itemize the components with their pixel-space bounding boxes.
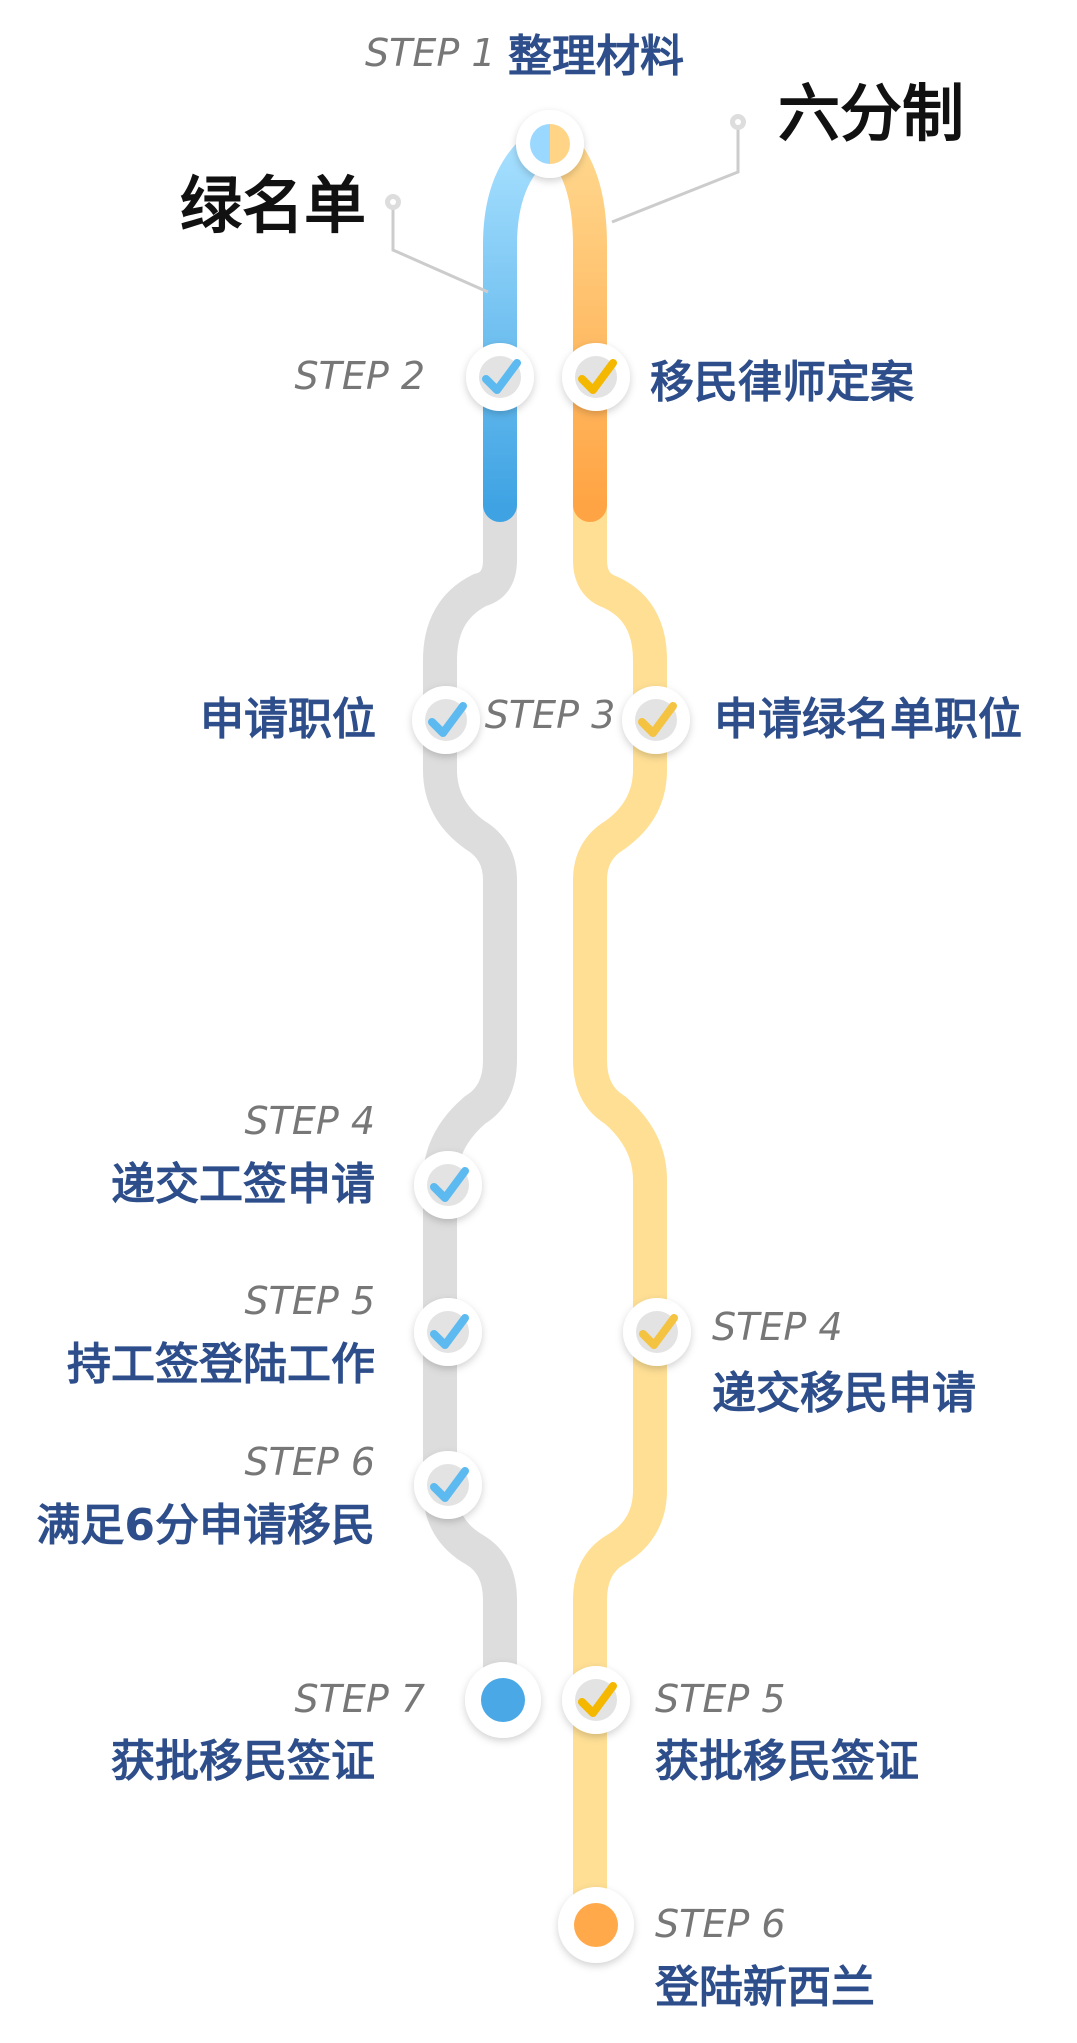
check-icon <box>428 702 467 737</box>
left-step7-node <box>465 1662 541 1738</box>
check-icon <box>578 1682 617 1717</box>
left-track-blue <box>483 127 558 522</box>
left-step4-node <box>414 1151 482 1219</box>
step3-left-node <box>412 686 480 754</box>
check-icon <box>430 1314 469 1349</box>
check-icon <box>430 1167 469 1202</box>
step2-number: STEP 2 <box>294 354 425 398</box>
left-step5-node <box>414 1298 482 1366</box>
step2-left-node <box>466 343 534 411</box>
step2-label: 移民律师定案 <box>650 357 915 408</box>
right-step5-node <box>562 1666 630 1734</box>
step3-right-label: 申请绿名单职位 <box>714 694 1022 745</box>
right-track-yellow <box>573 488 667 1942</box>
check-icon <box>430 1467 469 1502</box>
left-step7-number: STEP 7 <box>294 1677 425 1721</box>
left-step5-number: STEP 5 <box>244 1279 375 1323</box>
right-step6-number: STEP 6 <box>655 1902 786 1946</box>
left-step6-label: 满足6分申请移民 <box>36 1500 375 1551</box>
right-step6-node <box>558 1887 634 1963</box>
right-step4-number: STEP 4 <box>712 1305 843 1349</box>
step3-number: STEP 3 <box>485 693 616 737</box>
left-step6-number: STEP 6 <box>244 1440 375 1484</box>
step1-label: 整理材料 <box>508 31 684 82</box>
step3-right-node <box>622 686 690 754</box>
left-step4-number: STEP 4 <box>244 1099 375 1143</box>
check-icon <box>482 359 521 394</box>
left-track-gray <box>423 488 517 1717</box>
six-points-route-title: 六分制 <box>778 77 964 150</box>
right-step4-node <box>623 1298 691 1366</box>
right-step5-label: 获批移民签证 <box>655 1736 919 1787</box>
left-step6-node <box>414 1451 482 1519</box>
step3-left-label: 申请职位 <box>200 694 376 745</box>
left-step7-label: 获批移民签证 <box>111 1736 375 1787</box>
right-step5-number: STEP 5 <box>655 1677 786 1721</box>
six-points-connector <box>611 114 746 224</box>
right-step4-label: 递交移民申请 <box>712 1368 976 1419</box>
right-step6-label: 登陆新西兰 <box>654 1962 875 2013</box>
left-step4-label: 递交工签申请 <box>111 1159 375 1210</box>
step2-right-node <box>562 343 630 411</box>
check-icon <box>638 702 677 737</box>
green-card-route-title: 绿名单 <box>180 169 366 242</box>
check-icon <box>639 1314 678 1349</box>
start-node <box>516 110 584 178</box>
right-track-orange <box>542 127 607 522</box>
left-step5-label: 持工签登陆工作 <box>67 1339 375 1390</box>
green-card-connector <box>385 194 489 294</box>
step1-number: STEP 1 <box>365 31 496 75</box>
check-icon <box>578 359 617 394</box>
